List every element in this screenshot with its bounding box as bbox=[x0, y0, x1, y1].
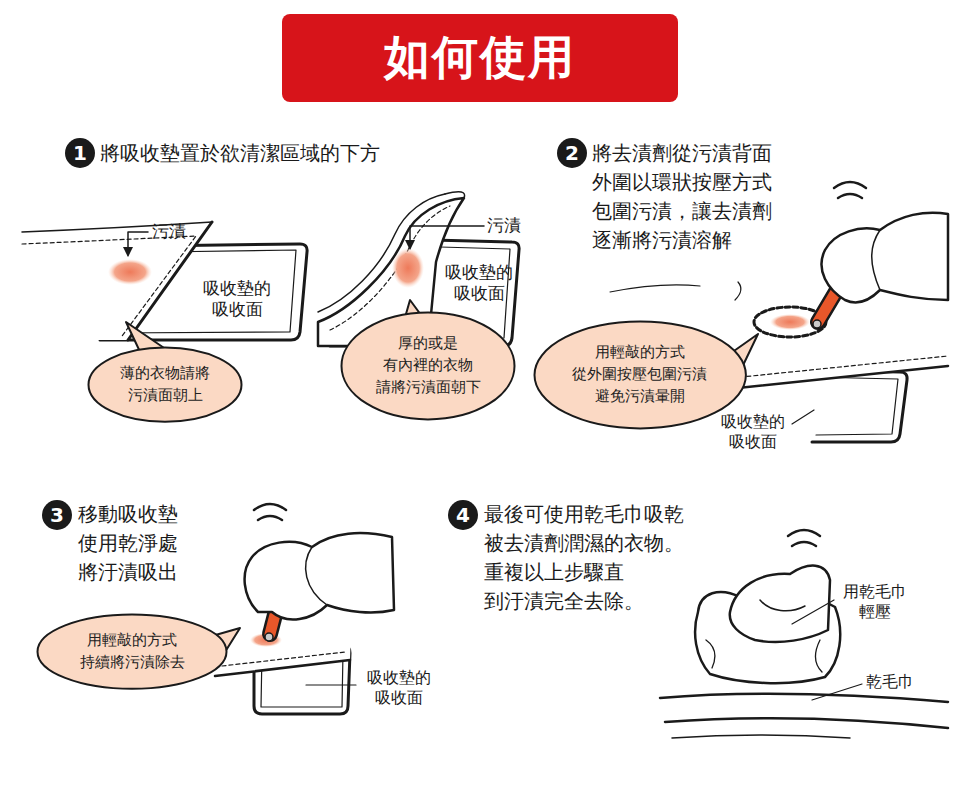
callout-text: 薄的衣物請將 污漬面朝上 bbox=[116, 363, 215, 407]
step-number-text: 3 bbox=[50, 505, 64, 525]
step1-thin-cloth bbox=[22, 222, 307, 356]
part-label: 污漬 bbox=[152, 221, 196, 241]
bubble-shape bbox=[342, 313, 515, 420]
number-circle-shape bbox=[448, 500, 478, 530]
part-label: 吸收墊的 吸收面 bbox=[198, 278, 276, 321]
title-text: 如何使用 bbox=[384, 27, 576, 89]
part-label: 乾毛巾 bbox=[866, 672, 924, 691]
part-label: 用乾毛巾 輕壓 bbox=[838, 582, 912, 622]
callout-bubble: 薄的衣物請將 污漬面朝上 bbox=[87, 346, 243, 423]
callout-text: 用輕敲的方式 從外圍按壓包圍污漬 避免污漬暈開 bbox=[568, 342, 712, 407]
part-label: 吸收墊的 吸收面 bbox=[362, 668, 436, 708]
step-number: 3 bbox=[42, 500, 72, 530]
bubble-outline bbox=[87, 346, 243, 423]
part-label: 吸收墊的 吸收面 bbox=[440, 262, 518, 305]
part-label: 吸收墊的 吸收面 bbox=[716, 412, 790, 452]
step-instruction: 移動吸收墊 使用乾淨處 將汙漬吸出 bbox=[78, 500, 190, 587]
step-number: 1 bbox=[65, 138, 95, 168]
step-number: 4 bbox=[448, 500, 478, 530]
callout-bubble: 用輕敲的方式 持續將污漬除去 bbox=[36, 613, 228, 690]
title-banner: 如何使用 bbox=[282, 14, 678, 102]
callout-text: 厚的或是 有內裡的衣物 請將污漬面朝下 bbox=[371, 333, 485, 398]
step-number-text: 4 bbox=[456, 505, 470, 525]
callout-text: 用輕敲的方式 持續將污漬除去 bbox=[75, 630, 189, 674]
number-circle-shape bbox=[42, 500, 72, 530]
step-instruction: 將去漬劑從污漬背面 外圍以環狀按壓方式 包圍污漬，讓去漬劑 逐漸將污漬溶解 bbox=[592, 139, 784, 255]
callout-bubble: 用輕敲的方式 從外圍按壓包圍污漬 避免污漬暈開 bbox=[533, 320, 747, 430]
number-circle-shape bbox=[65, 138, 95, 168]
step-number-text: 1 bbox=[73, 143, 87, 163]
number-circle-shape bbox=[557, 138, 587, 168]
callout-bubble: 厚的或是 有內裡的衣物 請將污漬面朝下 bbox=[340, 311, 516, 421]
step3-blotting bbox=[200, 504, 394, 714]
step-number-text: 2 bbox=[565, 143, 579, 163]
step-number: 2 bbox=[557, 138, 587, 168]
bubble-shape bbox=[534, 322, 745, 429]
step4-towel bbox=[660, 530, 948, 738]
part-label: 污漬 bbox=[487, 215, 531, 235]
bubble-outline bbox=[36, 613, 228, 690]
step-instruction: 將吸收墊置於欲清潔區域的下方 bbox=[100, 140, 392, 166]
bubble-shape bbox=[89, 348, 242, 422]
step-instruction: 最後可使用乾毛巾吸乾 被去漬劑潤濕的衣物。 重複以上步驟直 到汙漬完全去除。 bbox=[484, 500, 696, 616]
bubble-shape bbox=[38, 615, 227, 689]
